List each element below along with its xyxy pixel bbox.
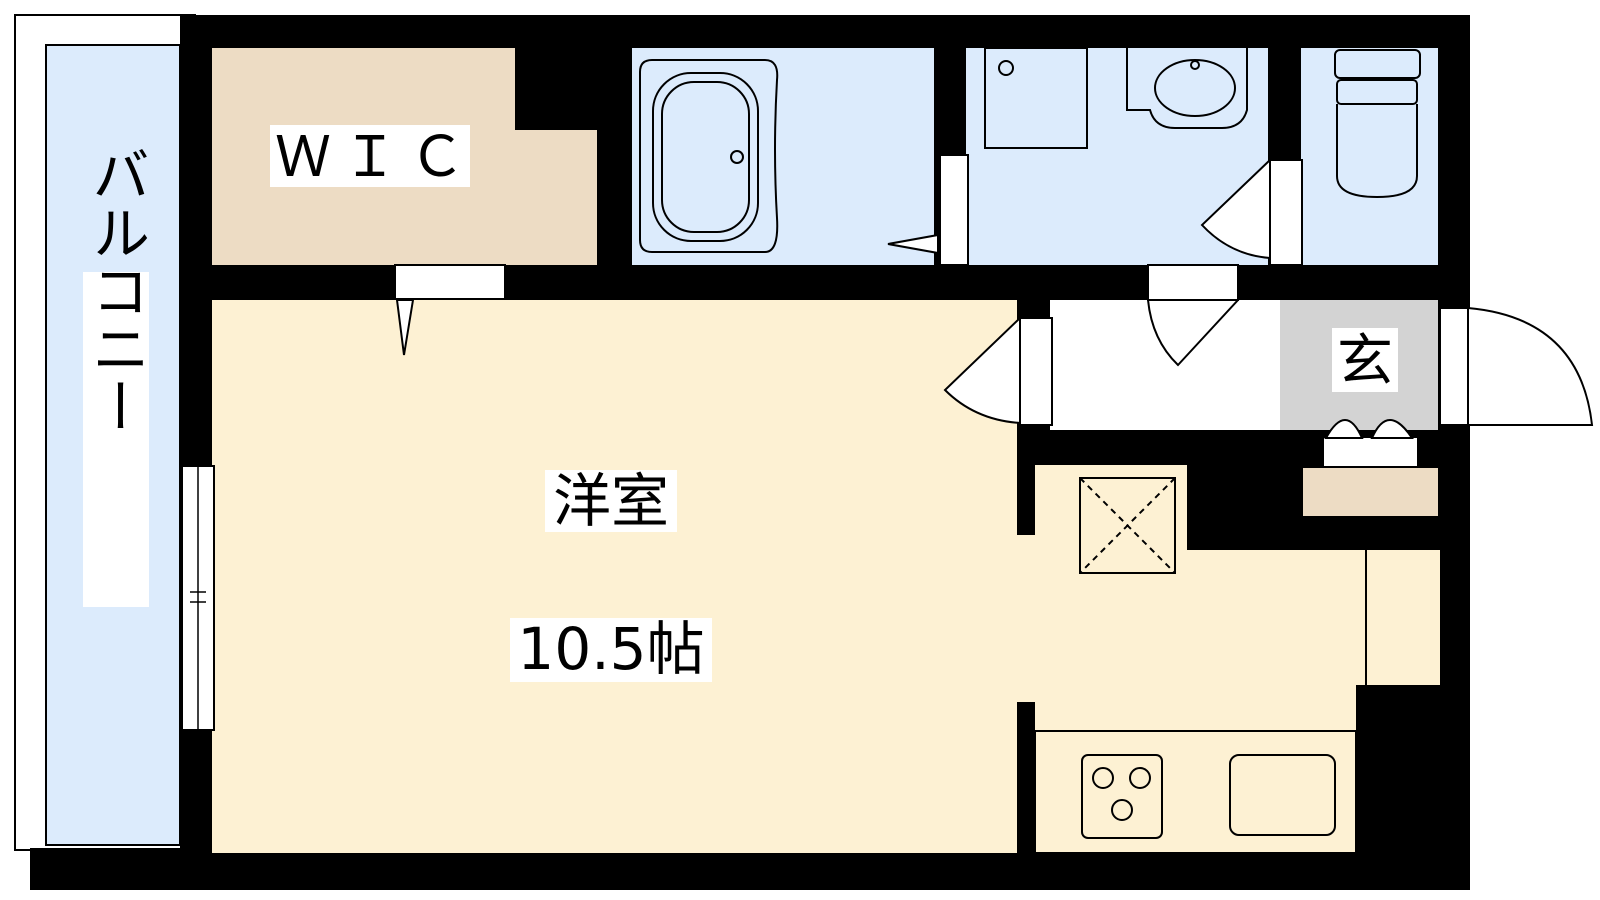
entrance-label-text: 玄 bbox=[1337, 329, 1393, 394]
storage-box bbox=[1079, 477, 1176, 574]
balcony-window bbox=[181, 465, 215, 731]
washroom-door bbox=[1146, 264, 1241, 367]
front-door bbox=[1439, 306, 1594, 426]
wic-door bbox=[394, 264, 506, 356]
kitchen-sink bbox=[1229, 754, 1336, 836]
bathroom-floor bbox=[632, 48, 934, 265]
western-room-floor bbox=[212, 300, 1440, 853]
toilet bbox=[1334, 49, 1421, 199]
balcony-label-text: バルコニー bbox=[82, 145, 150, 435]
western-room-size-text: 10.5帖 bbox=[517, 615, 704, 683]
room-door bbox=[943, 315, 1053, 426]
bottom-wall-strip bbox=[30, 848, 1470, 890]
bathroom-door bbox=[887, 154, 969, 266]
shoe-icon bbox=[1322, 419, 1419, 468]
western-room-label-text: 洋室 bbox=[553, 467, 669, 535]
balcony-label: バルコニー bbox=[82, 145, 150, 607]
kitchen-counter bbox=[1034, 730, 1357, 854]
toilet-room-floor bbox=[1301, 48, 1438, 265]
bathtub bbox=[639, 59, 779, 253]
wic-label: ＷＩＣ bbox=[270, 125, 470, 190]
stove bbox=[1081, 754, 1163, 839]
western-room-size-label: 10.5帖 bbox=[510, 615, 712, 683]
entrance-label: 玄 bbox=[1332, 328, 1398, 394]
wash-basin bbox=[1126, 48, 1248, 129]
wic-label-text: ＷＩＣ bbox=[275, 125, 465, 190]
washing-machine-pan bbox=[984, 47, 1088, 149]
toilet-door bbox=[1200, 157, 1303, 266]
shoe-box bbox=[1303, 468, 1438, 516]
balcony bbox=[14, 14, 196, 851]
western-room-label: 洋室 bbox=[545, 467, 677, 535]
